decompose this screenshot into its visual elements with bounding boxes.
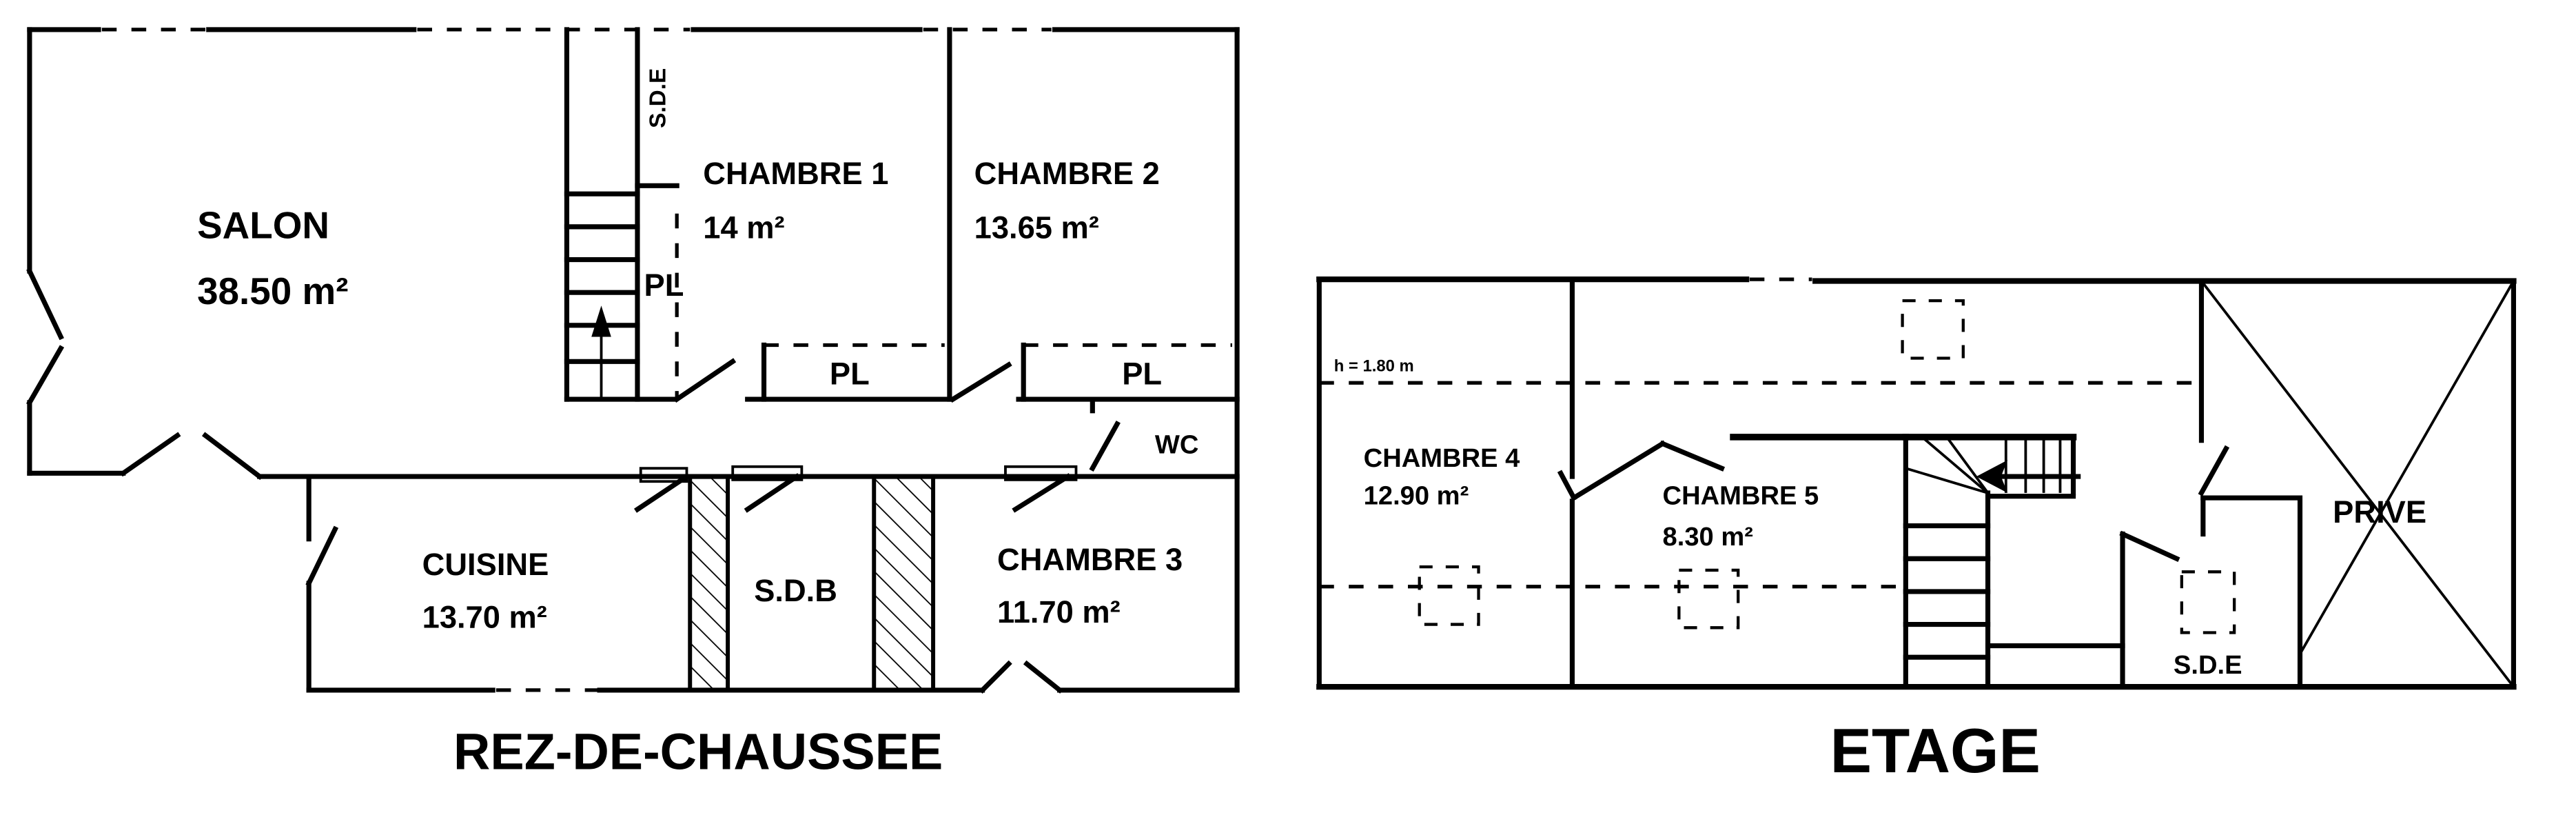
- chambre3-name: CHAMBRE 3: [997, 542, 1183, 577]
- sde-name: S.D.E: [2174, 650, 2242, 680]
- pl1-label: PL: [644, 268, 684, 303]
- height-note: h = 1.80 m: [1334, 357, 1414, 376]
- cuisine-area: 13.70 m²: [422, 599, 547, 634]
- chambre5-name: CHAMBRE 5: [1663, 481, 1819, 511]
- walls: [1316, 276, 2517, 690]
- upper-floor-plan: h = 1.80 m CHAMBRE 4 12.90 m² CHAMBRE 5 …: [1316, 276, 2517, 786]
- pl2-label: PL: [830, 356, 870, 392]
- doors: [26, 268, 1121, 694]
- chambre2-name: CHAMBRE 2: [974, 156, 1160, 191]
- room-labels: h = 1.80 m CHAMBRE 4 12.90 m² CHAMBRE 5 …: [1334, 357, 2426, 680]
- ground-floor-plan: SALON 38.50 m² CHAMBRE 1 14 m² CHAMBRE 2…: [26, 27, 1240, 780]
- walls: [27, 27, 1240, 693]
- sde-name: S.D.E: [645, 68, 671, 128]
- hatched-walls: [688, 474, 936, 692]
- chambre4-name: CHAMBRE 4: [1364, 443, 1520, 473]
- stair-arrow-icon: [591, 305, 611, 337]
- room-labels: SALON 38.50 m² CHAMBRE 1 14 m² CHAMBRE 2…: [197, 68, 1198, 635]
- dashed-lines: [1319, 381, 2202, 589]
- sdb-name: S.D.B: [754, 573, 837, 608]
- cuisine-name: CUISINE: [422, 547, 549, 582]
- skylight-icon: [2180, 570, 2236, 634]
- upper-floor-title: ETAGE: [1830, 716, 2041, 786]
- skylight-icon: [1418, 565, 1480, 626]
- chambre2-area: 13.65 m²: [974, 210, 1099, 245]
- chambre5-area: 8.30 m²: [1663, 522, 1753, 552]
- stair-arrow-icon: [1976, 460, 2008, 493]
- ground-floor-title: REZ-DE-CHAUSSEE: [453, 723, 943, 780]
- skylights: [1418, 299, 2236, 634]
- salon-area: 38.50 m²: [197, 270, 348, 312]
- chambre1-area: 14 m²: [703, 210, 784, 245]
- chambre3-area: 11.70 m²: [997, 594, 1121, 630]
- stairs: [1902, 434, 2081, 690]
- chambre4-area: 12.90 m²: [1364, 481, 1469, 511]
- stairs: [564, 191, 640, 400]
- wc-name: WC: [1155, 430, 1199, 460]
- prive-name: PRIVE: [2333, 494, 2426, 530]
- pl3-label: PL: [1122, 356, 1162, 392]
- skylight-icon: [1901, 299, 1965, 360]
- salon-name: SALON: [197, 204, 329, 247]
- chambre1-name: CHAMBRE 1: [703, 156, 888, 191]
- skylight-icon: [1677, 568, 1740, 630]
